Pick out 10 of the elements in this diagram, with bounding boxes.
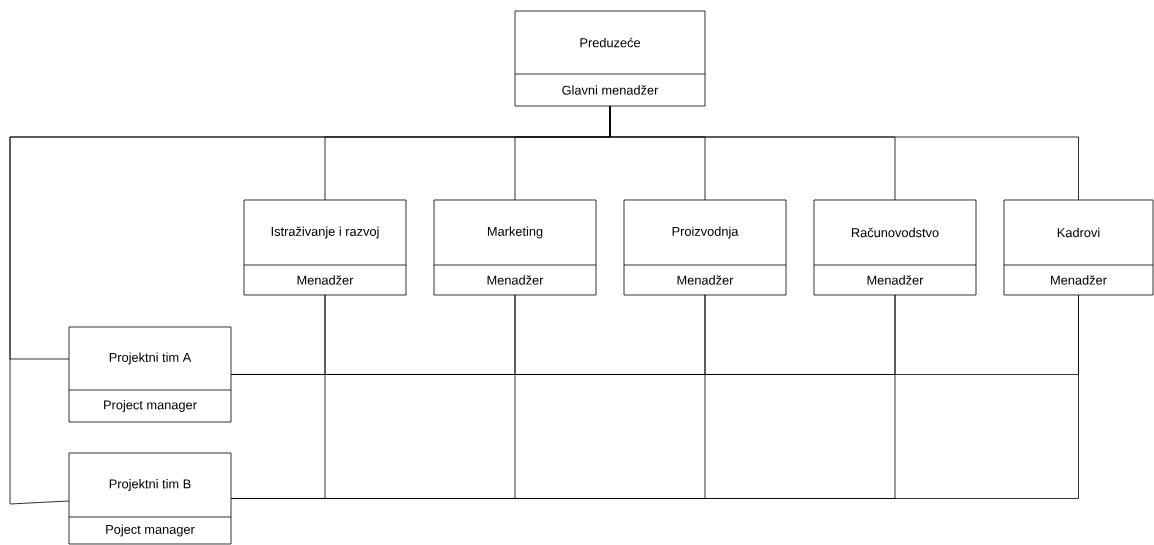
org-box: Projektni tim A Project manager: [68, 326, 232, 423]
org-box: Istraživanje i razvoj Menadžer: [243, 199, 407, 296]
org-box: Računovodstvo Menadžer: [813, 199, 977, 296]
org-box: Kadrovi Menadžer: [1003, 199, 1154, 296]
connector-line: [230, 294, 1079, 499]
org-box: Marketing Menadžer: [433, 199, 597, 296]
org-box: Proizvodnja Menadžer: [623, 199, 787, 296]
org-box: Preduzeće Glavni menadžer: [514, 10, 706, 107]
connector-line: [9, 105, 611, 505]
org-box: Projektni tim B Poject manager: [68, 452, 232, 545]
